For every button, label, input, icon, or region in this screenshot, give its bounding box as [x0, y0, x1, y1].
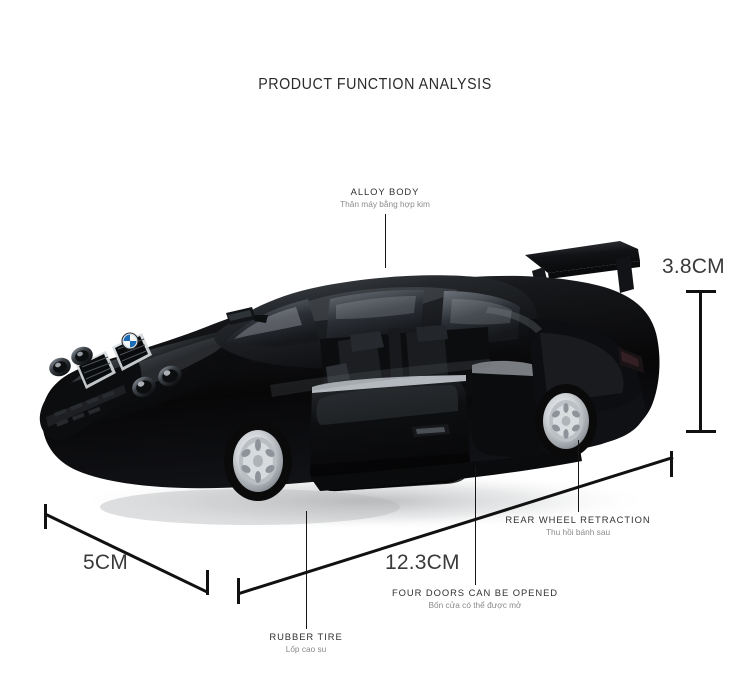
leader-line-alloy-body — [385, 214, 387, 268]
dimension-cap-bottom-height — [686, 430, 716, 434]
callout-rear-wheel-retraction: REAR WHEEL RETRACTION Thu hồi bánh sau — [488, 514, 668, 537]
dimension-label-height: 3.8CM — [662, 255, 725, 278]
callout-alloy-body-subtitle: Thân máy bằng hợp kim — [340, 199, 430, 209]
dimension-tick-end-width — [206, 570, 210, 595]
callout-four-doors-title: FOUR DOORS CAN BE OPENED — [391, 587, 559, 598]
callout-rear-wheel-subtitle: Thu hồi bánh sau — [545, 527, 611, 537]
callout-rubber-tire: RUBBER TIRE Lốp cao su — [240, 631, 372, 654]
page-title: PRODUCT FUNCTION ANALYSIS — [258, 76, 492, 93]
dimension-line-height — [699, 290, 703, 433]
callout-alloy-body-title: ALLOY BODY — [350, 186, 420, 197]
dimension-label-length: 12.3CM — [385, 551, 460, 574]
callout-rear-wheel-title: REAR WHEEL RETRACTION — [505, 514, 651, 525]
product-photo — [20, 215, 700, 535]
callout-four-doors-subtitle: Bốn cửa có thể được mở — [428, 600, 522, 610]
callout-rubber-tire-title: RUBBER TIRE — [269, 631, 343, 642]
callout-rubber-tire-subtitle: Lốp cao su — [285, 644, 327, 654]
leader-line-four-doors — [475, 466, 477, 585]
callout-four-doors: FOUR DOORS CAN BE OPENED Bốn cửa có thể … — [380, 587, 570, 610]
dimension-label-width: 5CM — [83, 551, 128, 574]
dimension-tick-end-length — [670, 451, 674, 477]
leader-line-rear-wheel — [578, 440, 580, 512]
callout-alloy-body: ALLOY BODY Thân máy bằng hợp kim — [305, 186, 465, 209]
